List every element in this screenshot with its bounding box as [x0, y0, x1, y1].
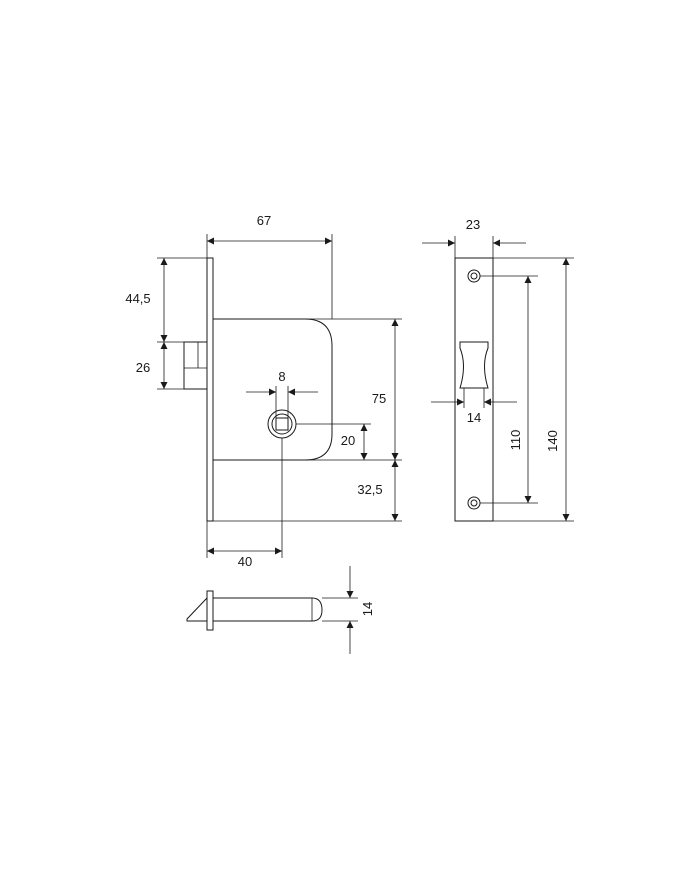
dim-text-14-bolt: 14: [360, 602, 375, 616]
dim-text-75: 75: [372, 391, 386, 406]
dim-20: 20: [296, 423, 371, 460]
dim-75: 75: [305, 318, 402, 461]
dim-text-26: 26: [136, 360, 150, 375]
dim-23: 23: [422, 217, 526, 258]
dim-text-67: 67: [257, 213, 271, 228]
dim-67: 67: [206, 213, 333, 319]
dim-32-5: 32,5: [213, 460, 402, 522]
latch-bolt: [183, 341, 208, 390]
side-faceplate: [454, 257, 494, 522]
bolt-tail: [213, 597, 323, 622]
dim-text-14-cutout: 14: [467, 410, 481, 425]
dim-110: 110: [480, 275, 538, 504]
dim-8: 8: [246, 369, 318, 418]
front-view: [183, 257, 333, 522]
dim-text-20: 20: [341, 433, 355, 448]
dim-140: 140: [493, 257, 574, 522]
dim-26: 26: [136, 342, 184, 390]
dim-14-bolt: 14: [322, 566, 375, 654]
latch-cutout: [459, 341, 489, 389]
bolt-plate: [206, 590, 214, 631]
dim-text-8: 8: [278, 369, 285, 384]
dim-40: 40: [206, 438, 283, 569]
dim-44-5: 44,5: [125, 257, 207, 343]
dim-14-cutout: 14: [431, 388, 517, 425]
follower-inner: [271, 413, 293, 435]
side-view: [454, 257, 494, 522]
bolt-view: [186, 590, 323, 631]
dim-text-110: 110: [508, 430, 523, 451]
screw-hole-top-inner: [470, 272, 478, 280]
dim-text-32-5: 32,5: [357, 482, 382, 497]
dim-text-23: 23: [466, 217, 480, 232]
lock-case: [213, 318, 333, 461]
dim-text-40: 40: [238, 554, 252, 569]
dim-text-44-5: 44,5: [125, 291, 150, 306]
front-faceplate: [206, 257, 214, 522]
dim-text-140: 140: [545, 430, 560, 452]
bolt-bevel: [186, 597, 208, 622]
screw-hole-bottom-inner: [470, 499, 478, 507]
spindle-square: [275, 417, 289, 431]
